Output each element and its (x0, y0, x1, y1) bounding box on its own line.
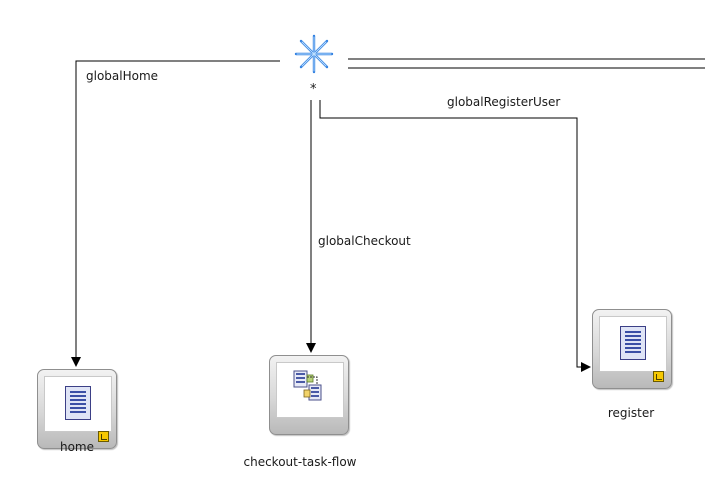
page-icon (620, 326, 646, 360)
task-flow-icon (293, 370, 322, 401)
wildcard-label: * (310, 82, 317, 97)
node-checkout-task-flow[interactable] (269, 355, 349, 435)
node-home[interactable] (37, 369, 117, 449)
view-activity-badge-icon (653, 371, 664, 382)
view-activity-badge-icon (98, 431, 109, 442)
edge-label-globalRegisterUser[interactable]: globalRegisterUser (447, 95, 561, 109)
node-home-label: home (59, 440, 95, 454)
node-checkout-face (276, 362, 344, 418)
page-icon (65, 386, 91, 420)
node-home-face (44, 376, 112, 432)
edge-label-globalHome[interactable]: globalHome (86, 69, 159, 83)
edge-globalRegisterUser[interactable] (319, 100, 591, 372)
node-checkout-task-flow-label: checkout-task-flow (243, 455, 357, 469)
node-register-label: register (607, 406, 655, 420)
node-register-face (599, 316, 667, 372)
wildcard-star-icon[interactable] (294, 34, 334, 74)
node-register[interactable] (592, 309, 672, 389)
edge-globalHome[interactable] (71, 60, 280, 367)
edge-label-globalCheckout[interactable]: globalCheckout (318, 234, 411, 248)
